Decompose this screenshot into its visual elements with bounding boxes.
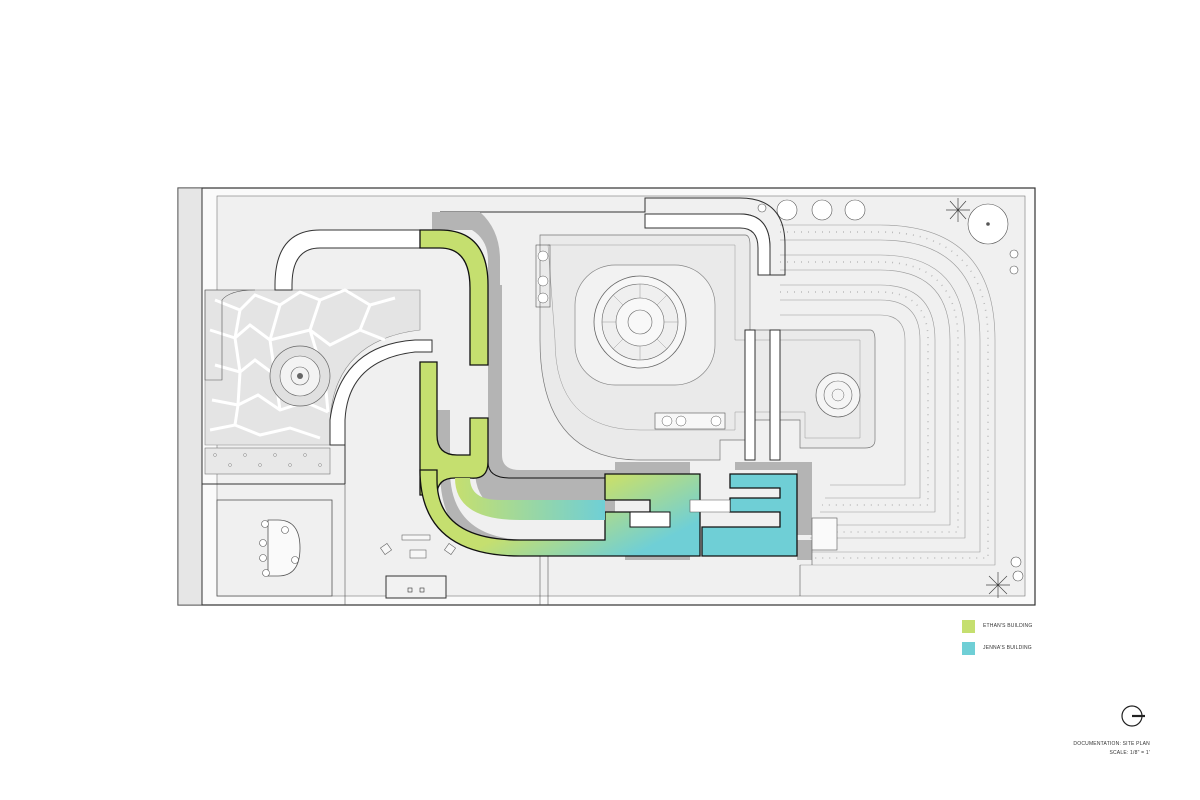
- terraced-planting: [780, 224, 996, 566]
- walkways: [204, 197, 786, 461]
- dining-area: [216, 484, 549, 605]
- entry-plaza: [689, 499, 838, 596]
- legend-swatch-jenna: [962, 641, 975, 655]
- paved-courtyard: [204, 288, 421, 446]
- drawing-scale: SCALE: 1/8" = 1': [1109, 750, 1150, 756]
- palm-tree-icon: [946, 198, 1010, 598]
- trees: [757, 199, 1024, 582]
- legend: ETHAN'S BUILDING JENNA'S BUILDING: [962, 618, 1032, 662]
- planting-strip: [202, 438, 346, 485]
- drawing-title: DOCUMENTATION: SITE PLAN: [1073, 741, 1150, 747]
- jennas-building: [419, 461, 798, 557]
- legend-item-jenna: JENNA'S BUILDING: [962, 640, 1032, 656]
- central-courtyard: [535, 234, 876, 461]
- legend-label-jenna: JENNA'S BUILDING: [983, 645, 1032, 651]
- north-arrow-icon: [1120, 703, 1146, 734]
- legend-item-ethan: ETHAN'S BUILDING: [962, 618, 1032, 634]
- title-block: DOCUMENTATION: SITE PLAN SCALE: 1/8" = 1…: [1073, 740, 1150, 758]
- legend-swatch-ethan: [962, 619, 975, 633]
- ethans-building: [419, 229, 489, 496]
- legend-label-ethan: ETHAN'S BUILDING: [983, 623, 1033, 629]
